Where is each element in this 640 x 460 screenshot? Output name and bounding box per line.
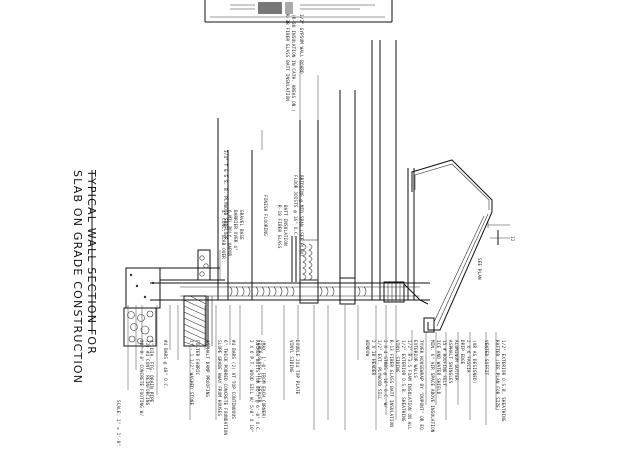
inset-dark-block bbox=[258, 2, 282, 14]
label-right-29: SLOPE GRADE AWAY FROM HOUSES bbox=[217, 340, 222, 416]
labels-top: R-38 FIBER GLASS BATT INSULATION(R-30 IN… bbox=[285, 14, 304, 112]
label-right-24: 2 X 6 P.T. WOOD SILL W/ 5/8" X 10" bbox=[249, 340, 254, 433]
label-right-30: ASPHALT DAMP PROOFING bbox=[205, 340, 210, 397]
washed-stone bbox=[123, 307, 157, 347]
wall-section-band bbox=[150, 277, 430, 305]
label-top-1: (R-30 INSULATION IN CATH. AREAS ON.) bbox=[291, 14, 296, 112]
label-right-36: (2) #4 CONT. REINFORCING bbox=[145, 340, 150, 406]
label-right-22: VINYL SIDING bbox=[289, 340, 294, 373]
label-right-9: (OR AS DESIGNED) bbox=[472, 340, 477, 384]
label-right-21: DOUBLE 2X4 TOP PLATE bbox=[295, 340, 300, 395]
label-mid-0: 3/4" T & G S. B. PLYWOOD SUBFLOOR bbox=[223, 150, 228, 240]
label-right-19: EXTERIOR WALLS bbox=[413, 340, 418, 378]
label-right-17: 1/2" EXTERIOR O.S.B. SHEATHING bbox=[401, 340, 406, 422]
fascia-block bbox=[423, 317, 435, 333]
label-right-20: TYVEK HOUSEWRAP BY "DUPONT" OR EQ. bbox=[419, 340, 424, 433]
label-right-33: #4 BARS @ 48" O.C. bbox=[163, 340, 168, 389]
foundation-assembly bbox=[123, 249, 225, 347]
label-right-18: 1/2" R-3.5 FOAM INSULATION ON ALL bbox=[407, 340, 412, 430]
dimension-value: 12 bbox=[510, 236, 515, 242]
label-right-2: MIN. 6" AIR SPACE ABOVE INSULATION bbox=[430, 340, 435, 433]
label-mid-5: BRIDGING @ MID SPAN (SEE PLAN) bbox=[299, 175, 304, 257]
label-right-6: ALUMINUM GUTTER bbox=[454, 340, 459, 381]
label-right-32: 1" - 1 1/2" WASHED STONE bbox=[189, 340, 194, 406]
label-right-8: 2 X 6 FASCIA bbox=[466, 340, 471, 373]
label-top-2: 1/2" GYPSUM WALL BOARD bbox=[299, 14, 304, 74]
window-frame bbox=[383, 281, 405, 303]
label-right-4: 15 # ROOFING FELT bbox=[442, 340, 447, 387]
batt-insulation-hatch bbox=[229, 286, 295, 297]
label-right-10: VENTED SOFFIT bbox=[484, 340, 489, 376]
label-right-1: 1/2" EXTERIOR O.S.B. SHEATHING bbox=[501, 340, 506, 422]
roof-assembly bbox=[411, 159, 510, 333]
label-mid-8: BARRIER OVER 4" bbox=[233, 210, 238, 251]
label-mid-6: 4" CONC. SLAB OVER bbox=[221, 210, 226, 259]
drawing-title-line2: SLAB ON GRADE CONSTRUCTION bbox=[71, 170, 84, 384]
label-right-31: FILTER FABRIC bbox=[195, 340, 200, 376]
label-right-25: ANCHOR BOLTS (OR EQ.) @ 6'-0" O.C. bbox=[255, 340, 260, 433]
roof-rafter-outline bbox=[411, 159, 493, 212]
label-right-7: DRIP EDGE bbox=[460, 340, 465, 365]
labels-right: RAFTER (SEE PLAN FOR SIZE)1/2" EXTERIOR … bbox=[139, 340, 506, 436]
label-right-14: 2 X 4 STUDS @ 16" O.C. W/ bbox=[383, 340, 388, 408]
leader-lines bbox=[127, 60, 497, 430]
floor-insulation-hatch bbox=[302, 243, 307, 281]
label-right-11: WINDOW bbox=[365, 340, 370, 357]
label-mid-3: BATT INSULATION bbox=[283, 205, 288, 246]
floor-joist-area bbox=[291, 236, 319, 282]
label-mid-1: FINISH FLOORING bbox=[263, 195, 268, 236]
label-right-3: ICE AND WATER SHIELD bbox=[436, 340, 441, 395]
label-right-27: #4 BARS (2) AT TOP CONTINUOUS bbox=[231, 340, 236, 419]
grade-fill bbox=[183, 295, 207, 347]
label-right-35: 20" X 8" CONCRETE FOOTING W/ bbox=[139, 340, 144, 416]
label-right-15: R-13 FIBER GLASS BATT INSULATION bbox=[389, 340, 394, 427]
label-right-26: (MAX. 1'-0" FROM EACH CORNER) bbox=[261, 340, 266, 419]
label-right-34: 4" DIA. FTG. DRAIN PIPE bbox=[149, 340, 154, 403]
label-right-23: FIBER GLASS SILL SEALER bbox=[257, 340, 262, 403]
dimension-note: SEE PLAN bbox=[477, 258, 482, 280]
labels-mid: 3/4" T & G S. B. PLYWOOD SUBFLOOR FINISH … bbox=[221, 150, 304, 259]
label-right-28: 6" THICK POURED CONCRETE FOUNDATION bbox=[223, 340, 228, 436]
title-block: TYPICAL WALL SECTION FOR SLAB ON GRADE C… bbox=[71, 169, 121, 446]
label-mid-4: FLOOR JOISTS @ 16" O.C. bbox=[293, 175, 298, 238]
dimension-annotation: 12 SEE PLAN bbox=[477, 222, 515, 280]
label-right-13: 1/2" EXT. PLYWOOD SILL bbox=[377, 340, 382, 400]
label-right-0: RAFTER (SEE PLAN FOR SIZE) bbox=[495, 340, 500, 411]
label-mid-9: GRAVEL BASE bbox=[239, 210, 244, 240]
scale-note: SCALE: 1" = 1'-0" bbox=[116, 400, 121, 446]
label-right-5: ASPHALT SHINGLES bbox=[448, 340, 453, 384]
label-top-0: R-38 FIBER GLASS BATT INSULATION bbox=[285, 14, 290, 101]
label-mid-2: R-19 FIBER GLASS bbox=[277, 205, 282, 249]
label-right-16: VINYL SIDING bbox=[395, 340, 400, 373]
top-inset-detail bbox=[204, 0, 393, 23]
label-right-12: 2 X 10 HEADER bbox=[371, 340, 376, 376]
label-mid-7: 6 MIL POLY. VAPOR bbox=[227, 210, 232, 257]
